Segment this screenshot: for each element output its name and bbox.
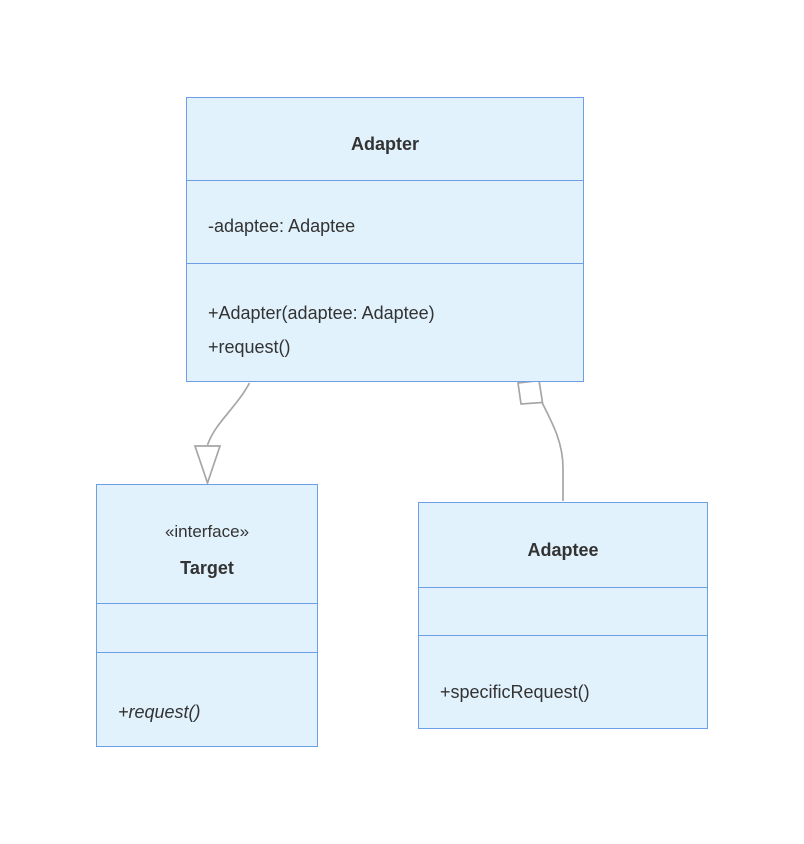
- class-node-target: «interface» Target +request(): [96, 484, 318, 747]
- class-adaptee-title-compartment: Adaptee: [419, 503, 707, 587]
- class-target-method-request: +request(): [118, 701, 201, 722]
- class-node-adapter: Adapter -adaptee: Adaptee +Adapter(adapt…: [186, 97, 584, 382]
- class-adaptee-attributes-compartment: [419, 587, 707, 635]
- class-target-attributes-compartment: [97, 603, 317, 652]
- class-node-adaptee: Adaptee +specificRequest(): [418, 502, 708, 729]
- class-adaptee-name: Adaptee: [527, 539, 599, 560]
- class-adapter-attributes-compartment: -adaptee: Adaptee: [187, 180, 583, 263]
- class-adaptee-methods-compartment: +specificRequest(): [419, 635, 707, 728]
- class-target-methods-compartment: +request(): [97, 652, 317, 746]
- class-target-name: Target: [180, 558, 234, 578]
- class-adapter-method-constructor: +Adapter(adaptee: Adaptee): [208, 302, 435, 323]
- aggregation-diamond: [517, 379, 544, 405]
- class-adapter-name: Adapter: [350, 133, 419, 154]
- realization-edge-adapter-to-target: [206, 382, 251, 446]
- realization-arrowhead-triangle: [193, 445, 222, 486]
- aggregation-edge-adapter-to-adaptee: [541, 402, 564, 501]
- class-adaptee-method-specific-request: +specificRequest(): [440, 682, 590, 702]
- class-adapter-method-request: +request(): [208, 336, 291, 357]
- class-adapter-title-compartment: Adapter: [187, 98, 583, 180]
- class-adapter-attribute: -adaptee: Adaptee: [208, 216, 356, 236]
- class-target-title-compartment: «interface» Target: [97, 485, 317, 603]
- class-target-stereotype: «interface»: [164, 522, 250, 541]
- class-adapter-methods-compartment: +Adapter(adaptee: Adaptee) +request(): [187, 263, 583, 381]
